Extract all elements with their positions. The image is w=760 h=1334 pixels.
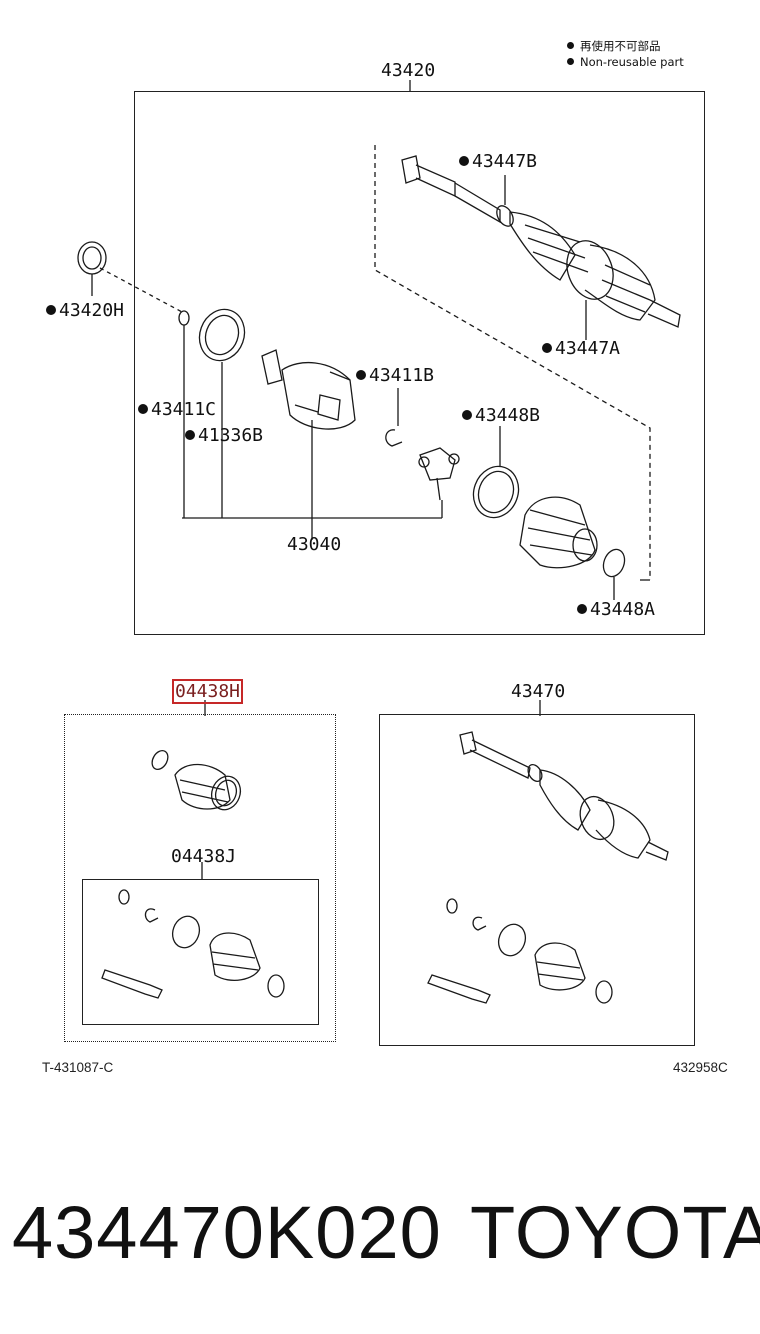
label-43411C[interactable]: 43411C (138, 399, 216, 420)
non-reusable-dot-icon (577, 604, 587, 614)
legend-row-en: Non-reusable part (567, 54, 684, 70)
label-43420H[interactable]: 43420H (46, 300, 124, 321)
label-43448B[interactable]: 43448B (462, 405, 540, 426)
kit-inner-drawing (101, 889, 285, 999)
inner-joint-43040 (261, 349, 356, 430)
clamp-43448A (602, 548, 626, 600)
label-04438H[interactable]: 04438H (172, 679, 244, 704)
label-43447B[interactable]: 43447B (459, 151, 537, 172)
kit-outer-drawing (151, 750, 242, 811)
shaft-43470-drawing (459, 731, 669, 861)
kit-outer-box (64, 714, 336, 1042)
assembly-box (134, 91, 705, 635)
label-04438J[interactable]: 04438J (171, 846, 237, 867)
ring-41336B (198, 308, 246, 362)
non-reusable-dot-icon (459, 156, 469, 166)
label-43447A[interactable]: 43447A (542, 338, 620, 359)
bullet-icon (567, 42, 574, 49)
non-reusable-dot-icon (542, 343, 552, 353)
drive-shaft-assembly-drawing (401, 155, 681, 328)
seal-43420H (77, 241, 107, 296)
label-43448A[interactable]: 43448A (577, 599, 655, 620)
label-43040[interactable]: 43040 (287, 534, 342, 555)
legend: 再使用不可部品 Non-reusable part (567, 38, 684, 70)
non-reusable-dot-icon (185, 430, 195, 440)
label-43470[interactable]: 43470 (511, 681, 566, 702)
non-reusable-dot-icon (46, 305, 56, 315)
shaft-43470-kit-drawing (427, 898, 613, 1004)
part-number: 434470K020 (12, 1191, 442, 1274)
non-reusable-dot-icon (462, 410, 472, 420)
highlighted-part-number[interactable]: 04438H (172, 679, 244, 704)
clip-43411B (385, 429, 403, 447)
brand-name: TOYOTA (470, 1191, 760, 1274)
label-43411B[interactable]: 43411B (356, 365, 434, 386)
ref-right: 432958C (673, 1060, 728, 1075)
non-reusable-dot-icon (138, 404, 148, 414)
legend-row-jp: 再使用不可部品 (567, 38, 684, 54)
ref-left: T-431087-C (42, 1060, 114, 1075)
label-41336B[interactable]: 41336B (185, 425, 263, 446)
kit-inner-box (82, 879, 319, 1025)
non-reusable-dot-icon (356, 370, 366, 380)
tripod-joint (418, 447, 460, 501)
clamp-43448B (472, 426, 520, 519)
label-43420[interactable]: 43420 (381, 60, 436, 81)
bullet-icon (567, 58, 574, 65)
shaft-43470-box (379, 714, 695, 1046)
boot (519, 496, 598, 569)
